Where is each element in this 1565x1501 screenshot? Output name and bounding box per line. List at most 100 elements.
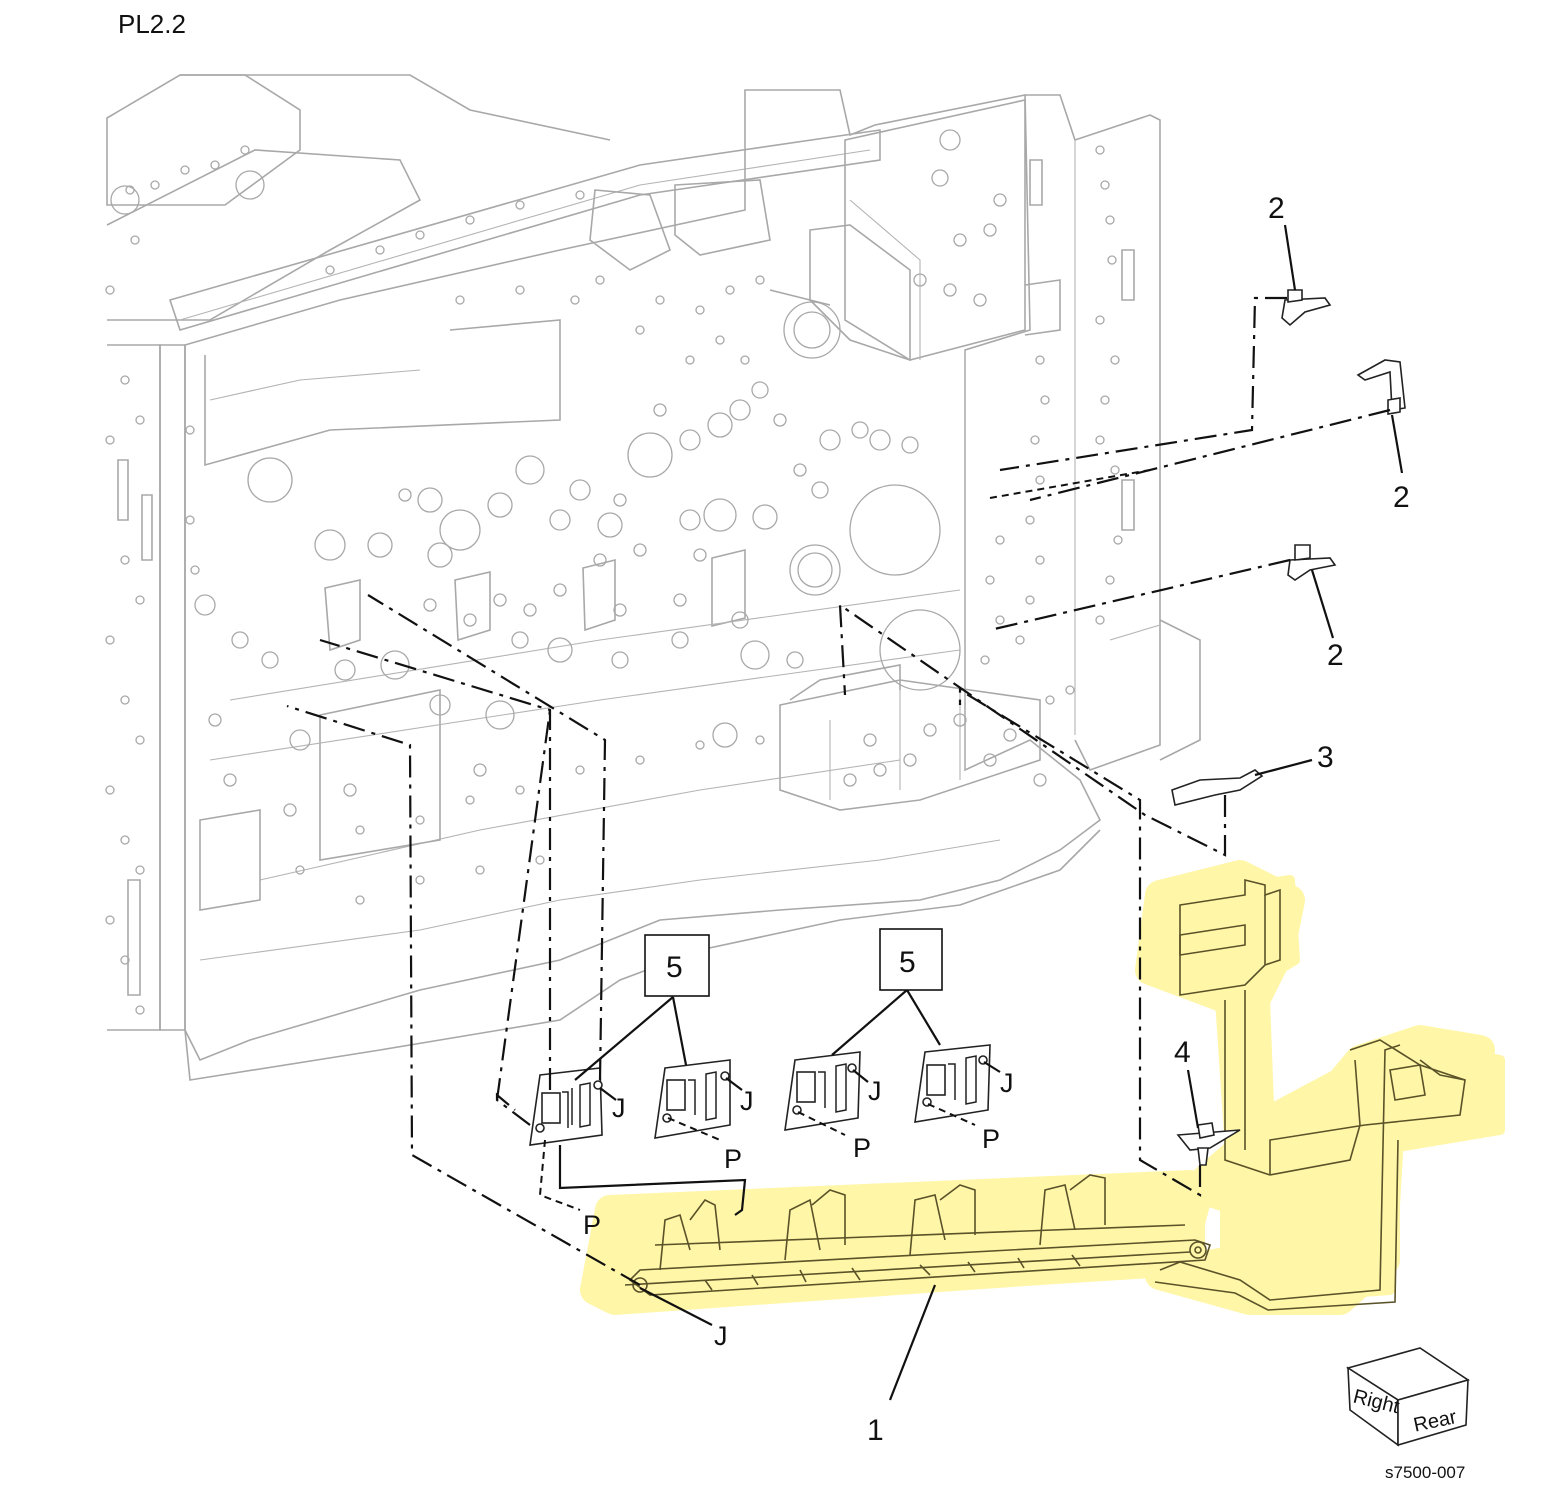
chassis-hole: [523, 603, 537, 617]
cable-tie-mount-4: [1176, 1122, 1241, 1166]
callout-5: 5: [666, 951, 683, 984]
chassis-hole: [755, 735, 765, 745]
chassis-hole: [1095, 145, 1105, 155]
chassis-hole: [1100, 180, 1110, 190]
chassis-hole: [613, 603, 627, 617]
chassis-hole: [120, 695, 130, 705]
chassis-hole: [786, 651, 804, 669]
harness-clip-2b: [1356, 359, 1406, 415]
chassis-hole: [671, 631, 689, 649]
chassis-hole: [1113, 535, 1123, 545]
chassis-hole: [105, 635, 115, 645]
chassis-hole: [185, 515, 195, 525]
chassis-hole: [595, 275, 605, 285]
chassis-hole: [415, 875, 425, 885]
callout-numbers: 2 2 2 3 4 1 5 5: [644, 192, 1410, 1447]
chassis-hole: [752, 504, 778, 530]
chassis-hole: [993, 193, 1007, 207]
chassis-hole: [190, 565, 200, 575]
connector-label-p: P: [583, 1210, 601, 1240]
chassis-hole: [851, 421, 869, 439]
chassis-hole: [1107, 255, 1117, 265]
chassis-hole: [547, 637, 573, 663]
chassis-hole: [1040, 395, 1050, 405]
connector-letters: J J J J J P P P P: [583, 1068, 1014, 1351]
chassis-holes: [105, 145, 1123, 1015]
chassis-hole: [843, 773, 857, 787]
chassis-hole: [135, 865, 145, 875]
chassis-hole: [355, 825, 365, 835]
chassis-hole: [712, 722, 738, 748]
chassis-hole: [819, 429, 841, 451]
chassis-hole: [611, 651, 629, 669]
chassis-hole: [511, 631, 529, 649]
callout-2: 2: [1268, 192, 1285, 225]
chassis-hole: [1105, 215, 1115, 225]
chassis-hole: [485, 700, 515, 730]
connector-label-j: J: [1000, 1068, 1014, 1098]
pwb-board-4: [914, 1044, 991, 1123]
pwb-board-3: [784, 1051, 861, 1131]
chassis-hole: [210, 160, 220, 170]
chassis-hole: [773, 413, 787, 427]
chassis-hole: [515, 785, 525, 795]
chassis-hole: [1035, 475, 1045, 485]
connector-label-j: J: [714, 1321, 728, 1351]
callout-5-box: [644, 934, 710, 997]
chassis-hole: [869, 429, 891, 451]
harness-clip-2a: [1281, 289, 1332, 327]
chassis-hole: [135, 595, 145, 605]
chassis-hole: [995, 535, 1005, 545]
chassis-hole: [570, 295, 580, 305]
chassis-hole: [105, 435, 115, 445]
chassis-hole: [423, 598, 437, 612]
callout-4: 4: [1174, 1036, 1191, 1069]
placement-lines: [286, 224, 1404, 1401]
chassis-hole: [943, 283, 957, 297]
chassis-hole: [973, 293, 987, 307]
chassis-hole: [695, 305, 705, 315]
chassis-hole: [635, 325, 645, 335]
chassis-hole: [150, 180, 160, 190]
chassis-hole: [427, 542, 453, 568]
chassis-hole: [1045, 695, 1055, 705]
page-label: PL2.2: [118, 9, 186, 39]
callout-2: 2: [1327, 639, 1344, 672]
chassis-hole: [475, 865, 485, 875]
printer-chassis-frame: [106, 74, 1201, 1081]
chassis-hole: [343, 783, 357, 797]
chassis-hole: [240, 145, 250, 155]
chassis-hole: [415, 815, 425, 825]
chassis-hole: [1095, 435, 1105, 445]
chassis-hole: [180, 165, 190, 175]
chassis-hole: [417, 487, 443, 513]
chassis-hole: [729, 399, 751, 421]
circuit-boards: [529, 1044, 991, 1146]
chassis-hole: [465, 215, 475, 225]
chassis-hole: [208, 713, 222, 727]
chassis-hole: [901, 436, 919, 454]
pwb-board-1: [529, 1067, 603, 1146]
chassis-hole: [1035, 355, 1045, 365]
chassis-hole: [673, 593, 687, 607]
chassis-hole: [627, 432, 673, 478]
chassis-hole: [1003, 728, 1017, 742]
chassis-hole: [740, 355, 750, 365]
chassis-hole: [105, 915, 115, 925]
chassis-hole: [105, 785, 115, 795]
chassis-hole: [679, 509, 701, 531]
chassis-hole: [1095, 615, 1105, 625]
callout-3: 3: [1317, 741, 1334, 774]
chassis-hole: [1035, 555, 1045, 565]
chassis-hole: [334, 659, 356, 681]
chassis-hole: [120, 375, 130, 385]
chassis-hole: [903, 753, 917, 767]
chassis-hole: [597, 512, 623, 538]
chassis-hole: [415, 230, 425, 240]
chassis-hole: [465, 795, 475, 805]
chassis-hole: [731, 611, 749, 629]
chassis-hole: [120, 555, 130, 565]
connector-label-j: J: [740, 1086, 754, 1116]
callout-1: 1: [867, 1414, 884, 1447]
chassis-hole: [355, 895, 365, 905]
